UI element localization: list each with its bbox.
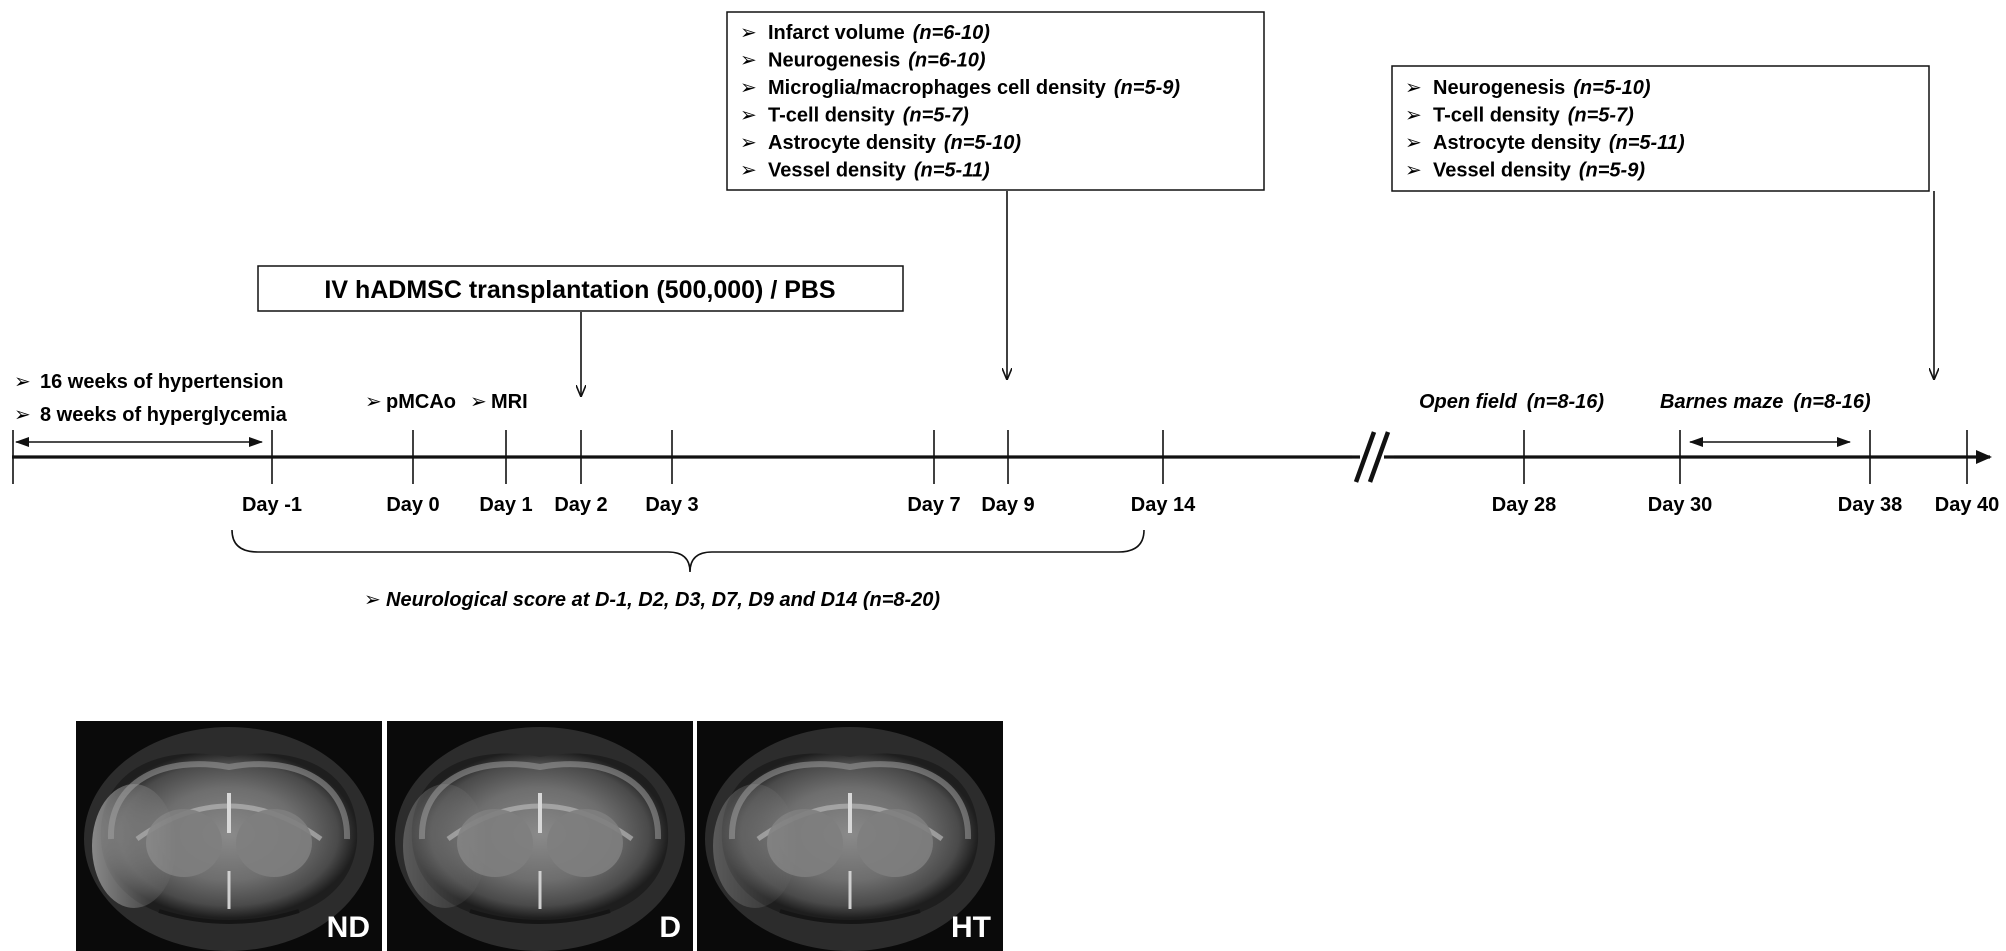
day9-outcome-item: T-cell density (n=5-7) [768, 105, 969, 127]
day40-box-frame [1391, 65, 1930, 192]
day40-outcome-item-label: Astrocyte density [1433, 132, 1602, 154]
day-label: Day 7 [907, 494, 960, 516]
pre-bullet-2: ➢ [14, 404, 31, 426]
mri-bullet: ➢ [470, 391, 487, 413]
day9-outcome-item-n: (n=5-10) [944, 132, 1022, 154]
day9-outcome-bullet: ➢ [740, 22, 757, 44]
mri-panel: D [387, 721, 693, 951]
mri-panels: ND D HT [76, 721, 1003, 951]
day40-outcome-item: Neurogenesis (n=5-10) [1433, 77, 1651, 99]
day9-outcome-item-n: (n=5-7) [903, 105, 969, 127]
mri-panel: HT [697, 721, 1003, 951]
day-label: Day 2 [554, 494, 607, 516]
day9-outcomes-box: ➢Infarct volume(n=6-10)➢Neurogenesis(n=6… [726, 11, 1265, 191]
day40-outcome-item: Astrocyte density (n=5-11) [1433, 132, 1685, 154]
day9-outcome-item: Neurogenesis (n=6-10) [768, 50, 986, 72]
day40-outcome-item-label: Vessel density [1433, 160, 1572, 182]
neuro-score-label: Neurological score at D-1, D2, D3, D7, D… [386, 589, 940, 611]
pmcao-bullet: ➢ [365, 391, 382, 413]
day9-outcome-item: Microglia/macrophages cell density (n=5-9… [768, 77, 1180, 99]
day40-outcome-item-label: Neurogenesis [1433, 77, 1565, 99]
day9-outcome-item-label: Vessel density [768, 160, 907, 182]
day40-outcome-bullet: ➢ [1405, 132, 1422, 154]
pre-bullet-1: ➢ [14, 371, 31, 393]
mri-panel: ND [76, 721, 382, 951]
hypertension-label: 16 weeks of hypertension [40, 371, 283, 393]
day9-outcome-bullet: ➢ [740, 160, 757, 182]
day40-outcome-bullet: ➢ [1405, 160, 1422, 182]
axis-break [1352, 430, 1394, 484]
day9-outcome-item-label: Microglia/macrophages cell density [768, 77, 1107, 99]
mri-label: MRI [491, 391, 528, 413]
day-ticks: Day -1 Day 0 Day 1 Day 2 Day 3 Day 7 Day 9 Day … [242, 430, 1999, 516]
day9-outcome-bullet: ➢ [740, 50, 757, 72]
day40-outcome-item-label: T-cell density [1433, 105, 1561, 127]
day-label: Day 40 [1935, 494, 2000, 516]
day-label: Day 28 [1492, 494, 1557, 516]
day-label: Day 14 [1131, 494, 1196, 516]
day9-outcome-item: Infarct volume (n=6-10) [768, 22, 990, 44]
pre-period-labels: ➢ 16 weeks of hypertension ➢ 8 weeks of … [14, 371, 288, 426]
day9-outcome-item: Astrocyte density (n=5-10) [768, 132, 1021, 154]
day9-outcome-item: Vessel density (n=5-11) [768, 160, 990, 182]
day-label: Day 3 [645, 494, 698, 516]
neuro-score-label-group: ➢ Neurological score at D-1, D2, D3, D7,… [364, 589, 940, 611]
neuro-score-brace [231, 529, 1145, 573]
open-field-label: Open field(n=8-16) [1419, 391, 1604, 413]
day9-outcome-item-label: Neurogenesis [768, 50, 900, 72]
day40-outcomes-box: ➢ Neurogenesis (n=5-10) ➢ T-cell density (n=5… [1391, 65, 1930, 192]
day9-box-frame [726, 11, 1265, 191]
pmcao-label: pMCAo [386, 391, 456, 413]
mri-panel-label: ND [327, 911, 370, 944]
day-label: Day 0 [386, 494, 439, 516]
day40-outcome-bullet: ➢ [1405, 105, 1422, 127]
day-label: Day -1 [242, 494, 302, 516]
day40-outcome-item-n: (n=5-9) [1579, 160, 1645, 182]
transplant-box: IV hADMSC transplantation (500,000) / PB… [257, 265, 904, 312]
day9-outcome-item-n: (n=6-10) [908, 50, 986, 72]
day-label: Day 30 [1648, 494, 1713, 516]
day9-outcome-bullet: ➢ [740, 105, 757, 127]
barnes-maze-label: Barnes maze(n=8-16) [1660, 391, 1871, 413]
day-label: Day 9 [981, 494, 1034, 516]
day40-outcome-item: T-cell density (n=5-7) [1433, 105, 1634, 127]
hyperglycemia-label: 8 weeks of hyperglycemia [40, 404, 288, 426]
day9-outcome-bullet: ➢ [740, 77, 757, 99]
mri-panel-label: D [659, 911, 681, 944]
day9-outcome-item-n: (n=5-9) [1114, 77, 1180, 99]
neuro-score-bullet: ➢ [364, 589, 381, 611]
day9-outcome-bullet: ➢ [740, 132, 757, 154]
day9-outcome-item-label: Infarct volume [768, 22, 905, 44]
day9-outcome-item-label: T-cell density [768, 105, 896, 127]
day9-outcome-item-n: (n=6-10) [913, 22, 991, 44]
day40-outcome-item: Vessel density (n=5-9) [1433, 160, 1645, 182]
day9-outcome-item-label: Astrocyte density [768, 132, 937, 154]
day40-outcome-item-n: (n=5-7) [1568, 105, 1634, 127]
day-label: Day 38 [1838, 494, 1903, 516]
day40-outcome-bullet: ➢ [1405, 77, 1422, 99]
day9-outcome-item-n: (n=5-11) [914, 160, 990, 182]
event-labels: ➢ pMCAo ➢ MRI Open field(n=8-16) Barnes … [365, 391, 1871, 413]
day-label: Day 1 [479, 494, 532, 516]
mri-panel-label: HT [951, 911, 991, 944]
transplant-label: IV hADMSC transplantation (500,000) / PB… [324, 276, 835, 304]
day40-outcome-item-n: (n=5-11) [1609, 132, 1685, 154]
day40-outcome-item-n: (n=5-10) [1573, 77, 1651, 99]
transplant-box-frame [257, 265, 904, 312]
